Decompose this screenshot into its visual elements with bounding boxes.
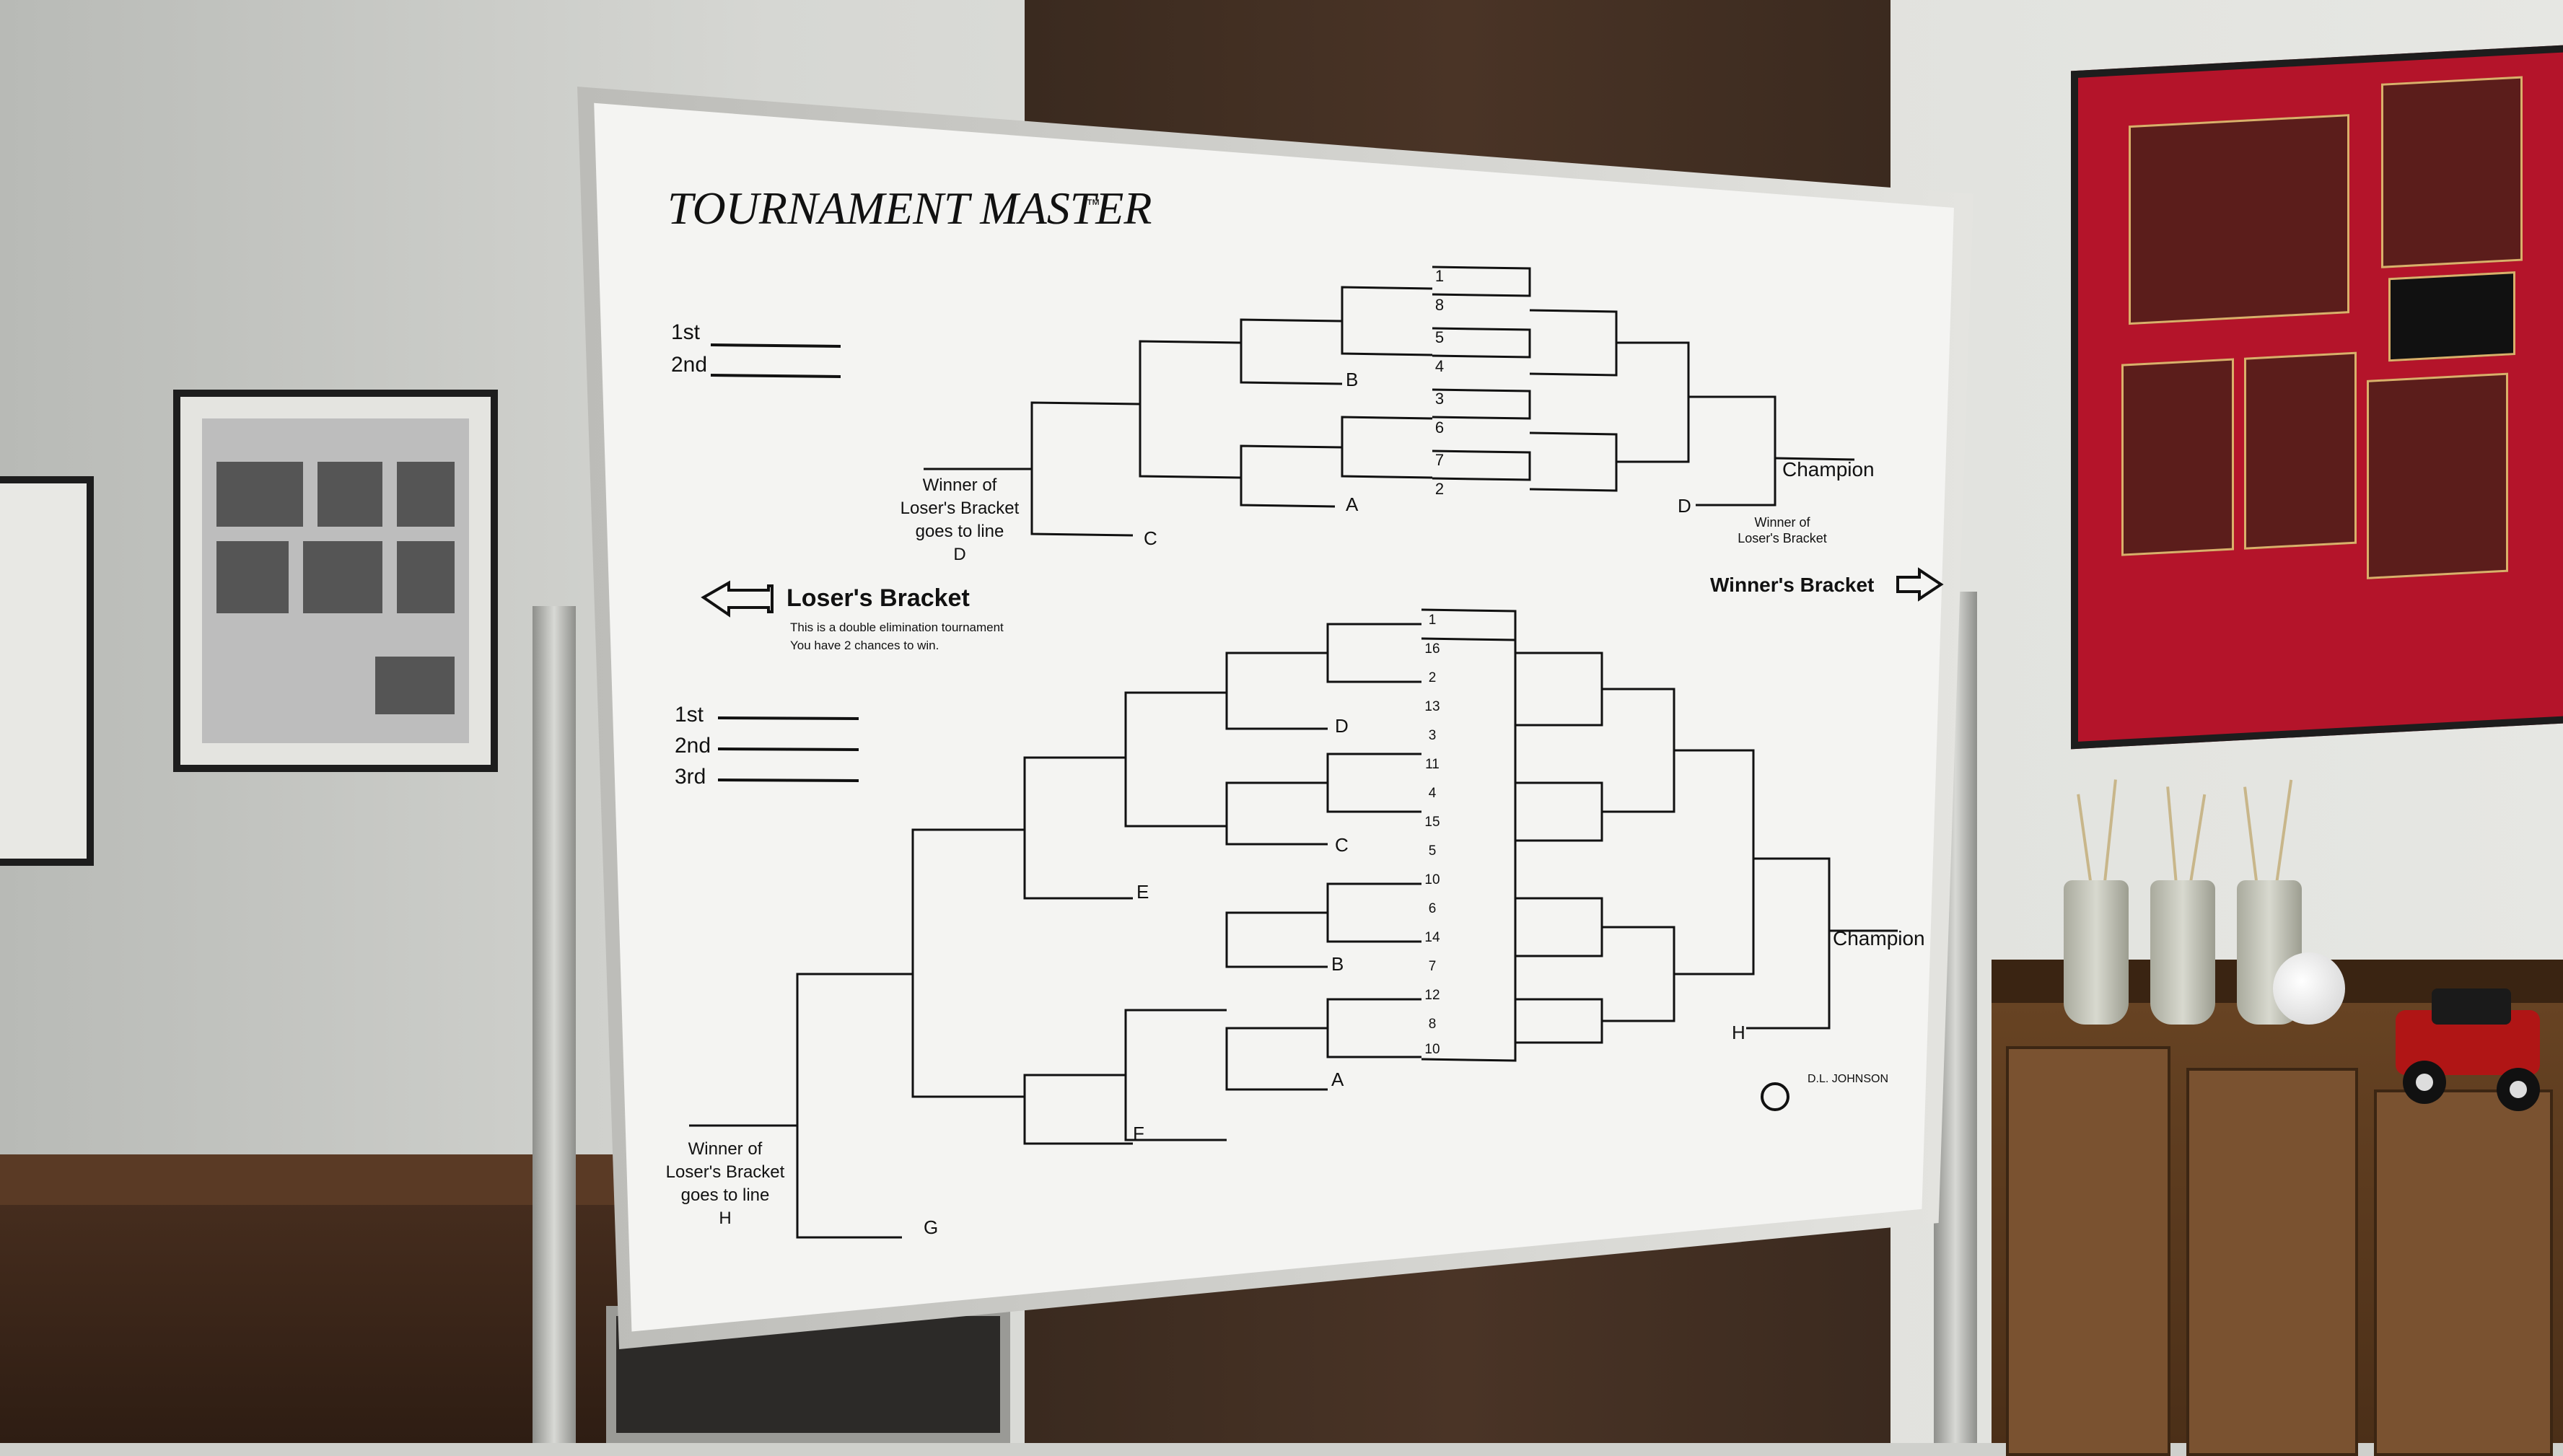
losers-bracket-label: Loser's Bracket	[787, 584, 970, 612]
top-second-label: 2nd	[671, 353, 707, 377]
top-seeds: 1 8 5 4 3 6 7 2	[1435, 267, 1444, 498]
baseball	[2273, 952, 2345, 1025]
trademark-symbol: ™	[1086, 197, 1100, 213]
bottom-champion-label: Champion	[1833, 927, 1925, 950]
svg-text:5: 5	[1435, 328, 1444, 346]
svg-text:11: 11	[1425, 757, 1440, 772]
svg-text:H: H	[719, 1209, 731, 1228]
bottom-losers-note: Winner of Loser's Bracket goes to line H	[666, 1139, 785, 1228]
svg-text:2: 2	[1429, 670, 1437, 685]
svg-text:10: 10	[1424, 1042, 1440, 1057]
bottom-letter-f: F	[1133, 1123, 1144, 1144]
winners-bracket-arrow-icon	[1896, 567, 1944, 602]
logo-text: D.L. JOHNSON	[1808, 1073, 1888, 1085]
svg-text:4: 4	[1435, 357, 1444, 375]
top-champion-label: Champion	[1782, 458, 1875, 481]
framed-picture-left	[0, 476, 94, 866]
svg-text:3: 3	[1429, 728, 1437, 743]
svg-text:goes to line: goes to line	[916, 522, 1004, 541]
svg-text:3: 3	[1435, 390, 1444, 408]
svg-text:Winner of: Winner of	[688, 1139, 763, 1159]
svg-text:1: 1	[1429, 613, 1437, 628]
svg-text:5: 5	[1429, 843, 1437, 859]
company-logo: D.L. JOHNSON	[1761, 1073, 1888, 1111]
svg-text:Winner of: Winner of	[923, 475, 997, 495]
bottom-letter-d: D	[1335, 715, 1349, 737]
bottom-letter-a: A	[1331, 1069, 1344, 1090]
top-letter-d: D	[1678, 495, 1691, 517]
framed-newspaper	[173, 390, 498, 772]
stand-post-left	[533, 606, 576, 1443]
winners-bracket-label: Winner's Bracket	[1710, 574, 1874, 596]
svg-text:7: 7	[1429, 959, 1437, 974]
board-title: TOURNAMENT MASTER	[667, 183, 1152, 234]
bottom-letter-c: C	[1335, 834, 1349, 856]
losers-bracket-description-2: You have 2 chances to win.	[790, 639, 939, 652]
losers-bracket-arrow-icon	[701, 580, 774, 618]
bottom-seeds: 1 16 2 13 3 11 4 15 5 10 6 14 7 12 8 10	[1424, 613, 1440, 1057]
svg-text:15: 15	[1424, 815, 1440, 830]
svg-text:4: 4	[1429, 786, 1437, 801]
svg-text:8: 8	[1429, 1017, 1437, 1032]
svg-text:12: 12	[1424, 988, 1440, 1003]
bottom-letter-e: E	[1136, 881, 1149, 903]
svg-text:6: 6	[1435, 418, 1444, 437]
svg-text:2: 2	[1435, 480, 1444, 498]
top-letter-b: B	[1346, 369, 1358, 390]
top-letter-a: A	[1346, 494, 1359, 515]
top-winner-loser-note: Winner of Loser's Bracket	[1738, 515, 1827, 545]
svg-text:Loser's Bracket: Loser's Bracket	[1738, 531, 1827, 545]
top-bracket-lines	[924, 266, 1855, 537]
bottom-letter-g: G	[924, 1216, 938, 1238]
svg-text:D: D	[953, 545, 965, 564]
top-losers-note: Winner of Loser's Bracket goes to line D	[901, 475, 1020, 564]
svg-text:Winner of: Winner of	[1754, 515, 1810, 530]
svg-text:1: 1	[1435, 267, 1444, 285]
top-first-label: 1st	[671, 320, 701, 344]
top-letter-c: C	[1144, 527, 1157, 549]
bottom-bracket-lines	[689, 608, 1898, 1239]
bottom-first-label: 1st	[675, 703, 704, 727]
bottom-letter-h: H	[1732, 1022, 1745, 1043]
svg-text:16: 16	[1424, 641, 1440, 657]
newspaper-clipping	[202, 418, 469, 743]
logo-emblem-icon	[1761, 1082, 1789, 1111]
losers-bracket-description-1: This is a double elimination tournament	[790, 620, 1004, 634]
bottom-second-label: 2nd	[675, 734, 711, 758]
toy-car	[2396, 988, 2540, 1111]
svg-text:13: 13	[1424, 699, 1440, 714]
svg-text:Loser's Bracket: Loser's Bracket	[901, 499, 1020, 518]
bottom-third-label: 3rd	[675, 765, 706, 789]
svg-text:7: 7	[1435, 451, 1444, 469]
svg-text:8: 8	[1435, 296, 1444, 314]
svg-text:14: 14	[1424, 930, 1440, 945]
bottom-letter-b: B	[1331, 953, 1344, 975]
svg-text:Loser's Bracket: Loser's Bracket	[666, 1162, 785, 1182]
svg-text:goes to line: goes to line	[681, 1185, 770, 1205]
svg-text:10: 10	[1424, 872, 1440, 887]
svg-text:6: 6	[1429, 901, 1437, 916]
